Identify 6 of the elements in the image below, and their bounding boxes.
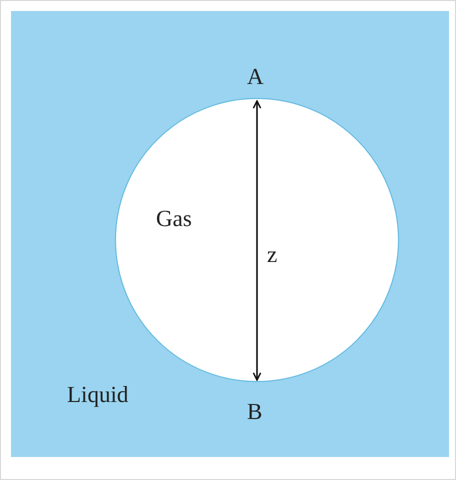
point-label: B	[247, 400, 262, 423]
region-label: Liquid	[67, 383, 128, 406]
point-label: A	[247, 65, 264, 88]
dimension-label: z	[267, 243, 278, 266]
liquid-region	[11, 11, 449, 457]
region-label: Gas	[156, 207, 192, 230]
